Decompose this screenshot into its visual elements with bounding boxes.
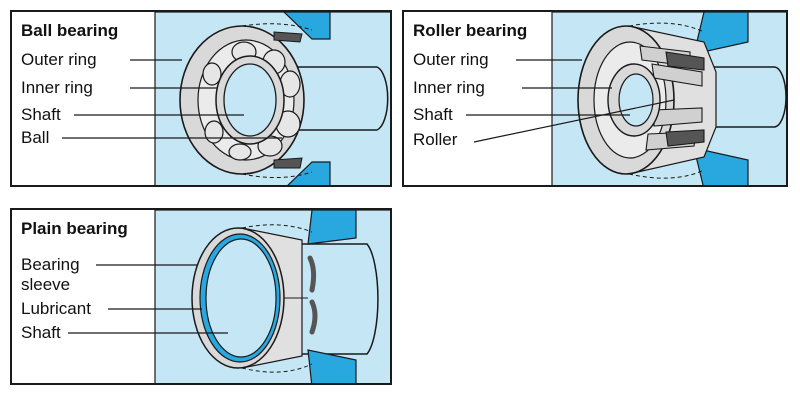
leader-lines: [466, 59, 675, 143]
housing-top: [307, 210, 357, 245]
leader-lines: [68, 264, 228, 334]
plain-bearing-illustration: [68, 210, 390, 383]
plain-label-lubricant: Lubricant: [21, 299, 91, 318]
ball-label-outer-ring: Outer ring: [21, 50, 97, 69]
ball-label-ball: Ball: [21, 128, 50, 147]
roller-bearing-panel: Roller bearing Outer ring Inner ring Sha…: [402, 10, 788, 187]
roller-label-inner-ring: Inner ring: [413, 78, 485, 97]
housing-top: [283, 12, 331, 40]
shaft-face: [618, 73, 654, 127]
roller-bearing-title: Roller bearing: [413, 21, 528, 40]
shaft-face: [223, 63, 277, 137]
shaft-face: [205, 238, 277, 358]
ball-bearing-title: Ball bearing: [21, 21, 119, 40]
leader-lines: [62, 59, 282, 139]
roller-label-outer-ring: Outer ring: [413, 50, 489, 69]
plain-bearing-panel: Plain bearing Bearing sleeve Lubricant S…: [10, 208, 392, 385]
roller-label-shaft: Shaft: [413, 105, 453, 124]
roller-bearing-illustration: [466, 12, 786, 185]
housing-bottom: [693, 147, 749, 185]
rollers: [639, 45, 705, 151]
shaft: [291, 243, 379, 355]
plain-label-bearing: Bearing: [21, 255, 80, 274]
ball-bearing-panel: Ball bearing Outer ring Inner ring Shaft…: [10, 10, 392, 187]
roller-label-roller: Roller: [413, 130, 458, 149]
ball-bearing-illustration: [62, 12, 390, 185]
plain-bearing-title: Plain bearing: [21, 219, 128, 238]
plain-label-sleeve: sleeve: [21, 275, 71, 294]
ball-label-inner-ring: Inner ring: [21, 78, 93, 97]
plain-label-shaft: Shaft: [21, 323, 61, 342]
housing-bottom: [287, 161, 331, 185]
seal-bottom: [273, 157, 303, 169]
housing-bottom: [307, 349, 357, 383]
ball-label-shaft: Shaft: [21, 105, 61, 124]
seal-top: [273, 31, 303, 43]
